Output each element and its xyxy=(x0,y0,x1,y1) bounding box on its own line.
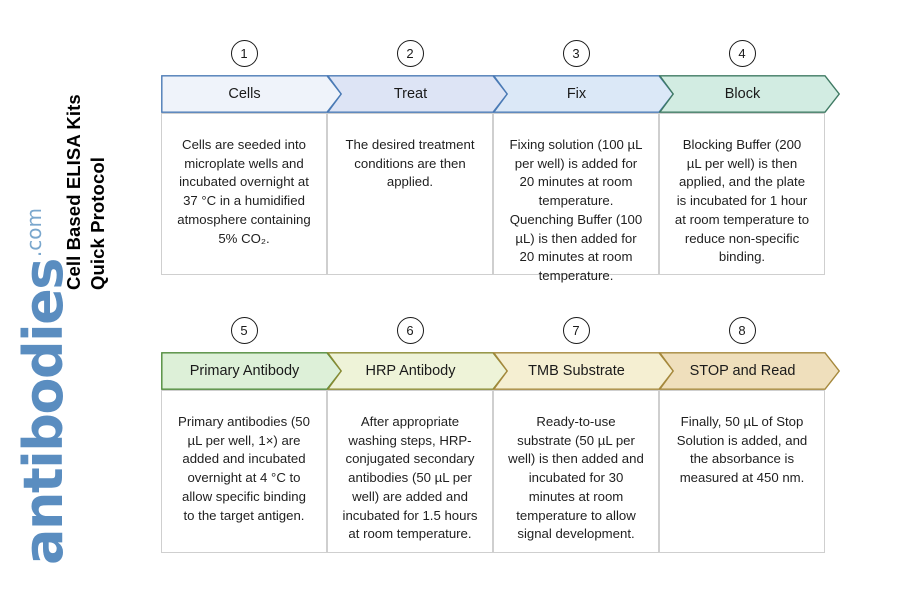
step-header-6[interactable]: HRP Antibody xyxy=(327,352,508,390)
step-number-7: 7 xyxy=(562,317,590,344)
step-header-label: Primary Antibody xyxy=(189,363,300,379)
step-number-label: 1 xyxy=(240,46,248,61)
chevron-shape xyxy=(659,75,840,113)
step-body-text: Finally, 50 µL of Stop Solution is added… xyxy=(676,414,808,486)
step-body-text: Primary antibodies (50 µL per well, 1×) … xyxy=(178,414,310,523)
step-body-band: Primary antibodies (50 µL per well, 1×) … xyxy=(0,390,900,553)
step-body-2: The desired treatment conditions are the… xyxy=(327,113,493,275)
step-number-5: 5 xyxy=(230,317,258,344)
step-header-band: Primary Antibody HRP Antibody TMB Substrat… xyxy=(0,352,900,390)
step-body-3: Fixing solution (100 µL per well) is add… xyxy=(493,113,659,283)
step-number-label: 5 xyxy=(240,323,248,338)
step-body-1: Cells are seeded into microplate wells a… xyxy=(161,113,327,275)
step-header-5[interactable]: Primary Antibody xyxy=(161,352,342,390)
step-body-text: Fixing solution (100 µL per well) is add… xyxy=(509,137,643,284)
step-header-band: Cells Treat Fix Block xyxy=(0,75,900,113)
step-body-text: After appropriate washing steps, HRP-con… xyxy=(342,414,478,542)
step-number-4: 4 xyxy=(728,40,756,67)
step-header-label: Treat xyxy=(393,86,428,102)
step-header-label: HRP Antibody xyxy=(365,363,456,379)
step-number-label: 4 xyxy=(738,46,746,61)
step-number-6: 6 xyxy=(396,317,424,344)
step-number-label: 3 xyxy=(572,46,580,61)
step-body-text: Ready-to-use substrate (50 µL per well) … xyxy=(508,414,644,542)
step-body-text: Blocking Buffer (200 µL per well) is the… xyxy=(674,137,810,265)
step-header-2[interactable]: Treat xyxy=(327,75,508,113)
step-header-label: Block xyxy=(724,86,761,102)
step-header-7[interactable]: TMB Substrate xyxy=(493,352,674,390)
chevron-shape xyxy=(659,352,840,390)
step-body-8: Finally, 50 µL of Stop Solution is added… xyxy=(659,390,825,553)
step-header-label: STOP and Read xyxy=(689,363,796,379)
step-number-label: 7 xyxy=(572,323,580,338)
step-header-label: Cells xyxy=(228,86,261,102)
step-number-band: 5 6 7 8 xyxy=(0,317,900,347)
step-number-8: 8 xyxy=(728,317,756,344)
step-header-8[interactable]: STOP and Read xyxy=(659,352,840,390)
step-number-3: 3 xyxy=(562,40,590,67)
step-header-3[interactable]: Fix xyxy=(493,75,674,113)
step-body-text: The desired treatment conditions are the… xyxy=(345,137,475,190)
step-number-label: 6 xyxy=(406,323,414,338)
step-body-4: Blocking Buffer (200 µL per well) is the… xyxy=(659,113,825,275)
step-body-7: Ready-to-use substrate (50 µL per well) … xyxy=(493,390,659,553)
step-body-band: Cells are seeded into microplate wells a… xyxy=(0,113,900,283)
step-number-1: 1 xyxy=(230,40,258,67)
step-body-5: Primary antibodies (50 µL per well, 1×) … xyxy=(161,390,327,553)
step-body-text: Cells are seeded into microplate wells a… xyxy=(177,137,311,246)
step-header-4[interactable]: Block xyxy=(659,75,840,113)
step-header-label: Fix xyxy=(566,86,587,102)
step-number-band: 1 2 3 4 xyxy=(0,40,900,70)
step-number-2: 2 xyxy=(396,40,424,67)
step-body-6: After appropriate washing steps, HRP-con… xyxy=(327,390,493,553)
step-number-label: 2 xyxy=(406,46,414,61)
step-header-label: TMB Substrate xyxy=(528,363,625,379)
step-number-label: 8 xyxy=(738,323,746,338)
step-header-1[interactable]: Cells xyxy=(161,75,342,113)
